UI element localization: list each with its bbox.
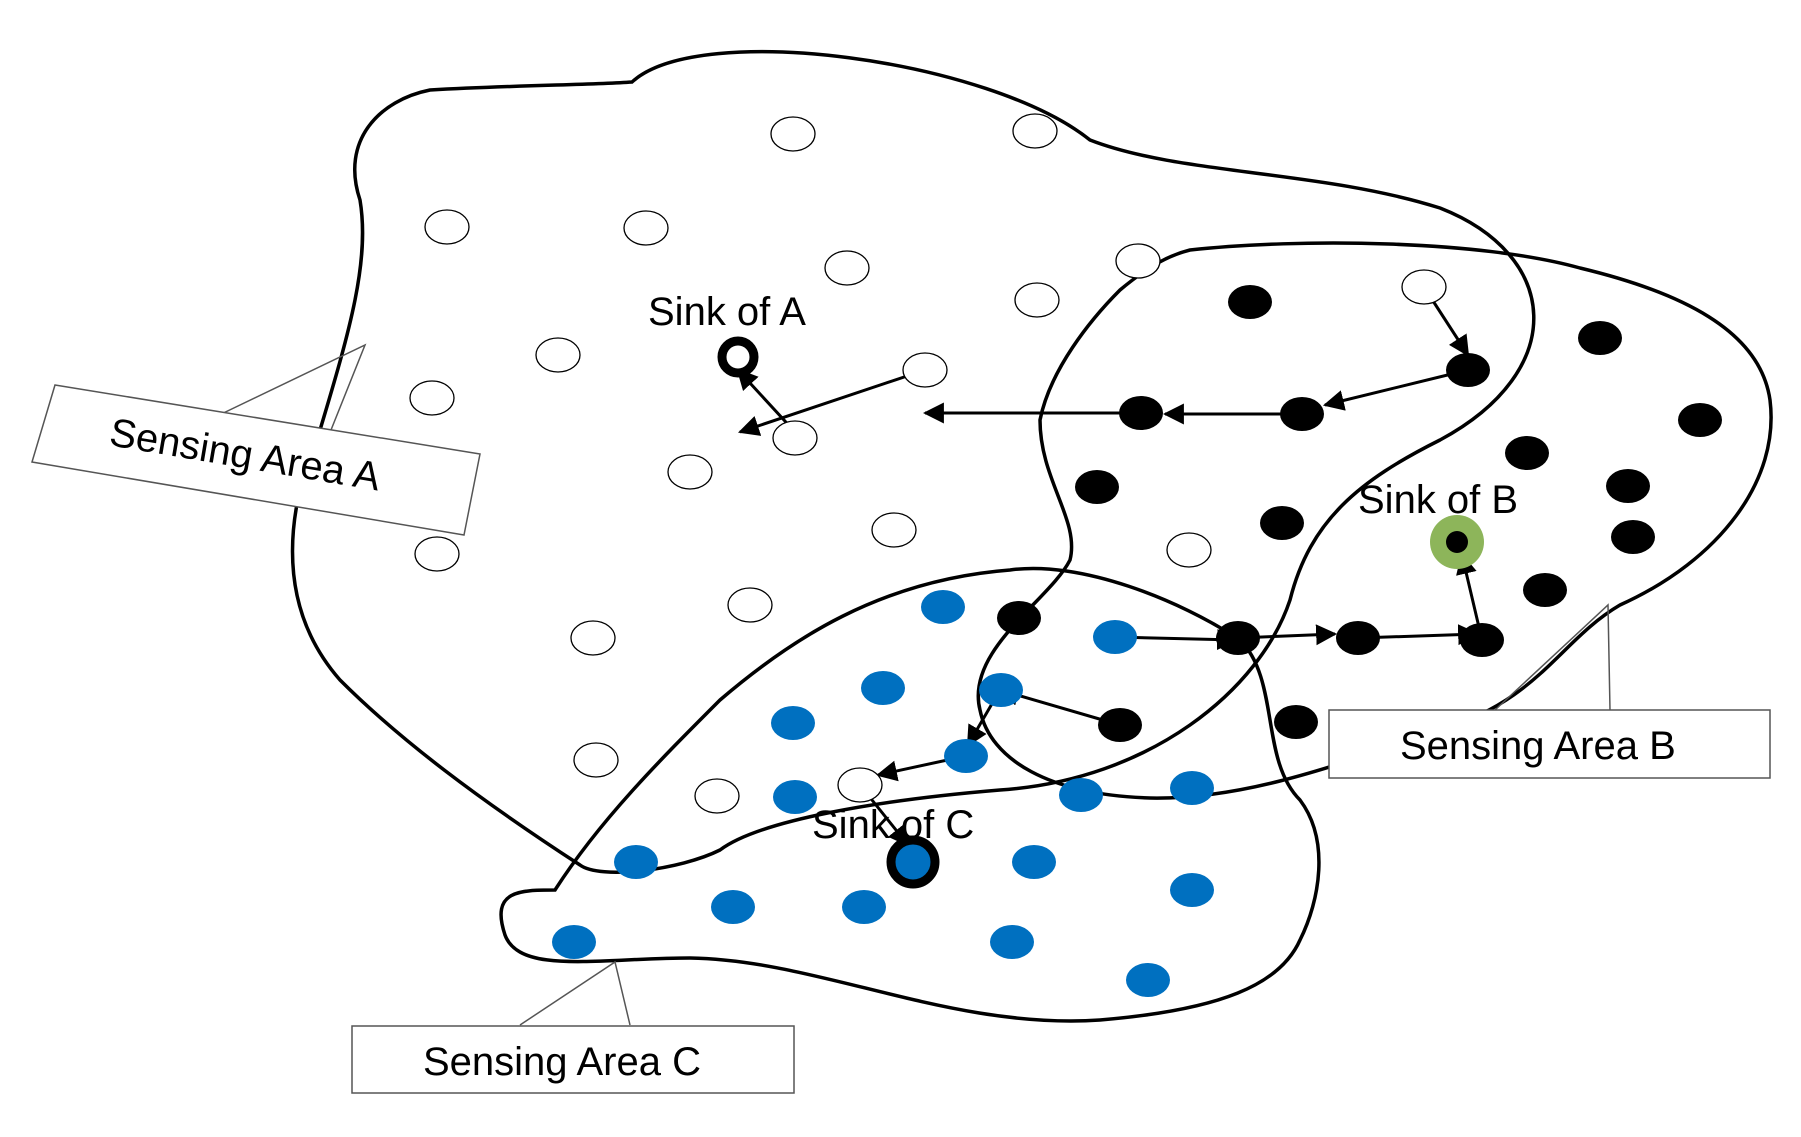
sink-a-label: Sink of A (648, 290, 806, 334)
sensor-node-c-5 (771, 706, 815, 740)
sensor-node-b-16 (1336, 621, 1380, 655)
sensor-node-b-13 (997, 601, 1041, 635)
callout-area-c: Sensing Area C (351, 1025, 795, 1094)
callout-area-b: Sensing Area B (1328, 709, 1771, 779)
sensor-node-b-18 (1274, 705, 1318, 739)
sensor-node-a-11 (772, 420, 818, 456)
sink-b-label: Sink of B (1358, 478, 1518, 522)
sensor-node-b-17 (1098, 708, 1142, 742)
sensor-node-c-3 (861, 671, 905, 705)
sink-a (717, 336, 759, 378)
sensor-node-c-6 (944, 739, 988, 773)
sensor-node-a-9 (409, 380, 455, 416)
sensor-node-b-9 (1119, 396, 1163, 430)
sensor-node-b-8 (1075, 470, 1119, 504)
sensor-node-c-16 (990, 925, 1034, 959)
sensor-node-c-13 (842, 890, 886, 924)
sensor-node-c-17 (1126, 963, 1170, 997)
sensor-node-a-2 (1012, 113, 1058, 149)
sink-c-node (886, 835, 940, 889)
sensor-node-a-6 (1014, 282, 1060, 318)
sensor-node-b-1 (1228, 285, 1272, 319)
sensor-node-b-3 (1678, 403, 1722, 437)
sensor-node-b-12 (1523, 573, 1567, 607)
sensor-node-a-8 (535, 337, 581, 373)
sensor-node-b-2 (1578, 321, 1622, 355)
sensing-area-a-boundary (290, 49, 1536, 874)
sensor-node-a-14 (414, 536, 460, 572)
sensing-area-c-boundary (499, 566, 1321, 1023)
sensor-node-b-11 (1446, 353, 1490, 387)
sensor-node-a-21 (1401, 269, 1447, 305)
sensor-node-a-7 (1115, 243, 1161, 279)
sensor-node-c-7 (773, 780, 817, 814)
sensor-node-a-4 (623, 210, 669, 246)
sink-a-node (717, 336, 759, 378)
sensor-node-a-12 (902, 352, 948, 388)
sensor-node-c-8 (1059, 778, 1103, 812)
routing-arrow-6 (736, 368, 797, 434)
sensor-node-b-10 (1280, 397, 1324, 431)
sensor-node-c-10 (614, 845, 658, 879)
sensor-node-a-18 (573, 742, 619, 778)
sensor-node-c-15 (552, 925, 596, 959)
sensor-node-a-3 (424, 209, 470, 245)
callout-pointer-c (519, 960, 631, 1026)
callout-area-c-text: Sensing Area C (423, 1040, 701, 1084)
sensor-node-a-10 (667, 454, 713, 490)
sink-b (1430, 515, 1484, 569)
sensor-node-b-14 (1460, 623, 1504, 657)
sensor-node-a-1 (770, 116, 816, 152)
sensor-node-b-5 (1606, 469, 1650, 503)
sensor-node-a-20 (837, 767, 883, 803)
routing-arrow-2 (1322, 368, 1469, 411)
sensor-node-c-1 (921, 590, 965, 624)
sensor-node-a-19 (694, 778, 740, 814)
sensing-area-b-boundary (976, 241, 1773, 800)
callout-area-b-text: Sensing Area B (1400, 724, 1676, 768)
sensor-node-a-13 (871, 512, 917, 548)
callout-pointer-b (1494, 603, 1611, 711)
callout-area-a: Sensing Area A (31, 384, 481, 536)
sink-c (886, 835, 940, 889)
sensor-node-c-4 (979, 673, 1023, 707)
sensor-node-a-15 (727, 587, 773, 623)
sensor-node-c-12 (711, 890, 755, 924)
sink-b-node (1446, 531, 1468, 553)
sensor-node-c-14 (1170, 873, 1214, 907)
sensor-node-a-16 (570, 620, 616, 656)
sensor-node-b-4 (1505, 436, 1549, 470)
sensor-node-a-17 (1166, 532, 1212, 568)
sensor-node-b-15 (1216, 621, 1260, 655)
sensor-node-c-2 (1093, 620, 1137, 654)
sink-c-label: Sink of C (812, 803, 974, 847)
sensor-node-b-6 (1611, 520, 1655, 554)
sensor-node-c-9 (1170, 771, 1214, 805)
callout-pointer-a (212, 343, 367, 441)
sensor-node-a-5 (824, 250, 870, 286)
sensor-node-c-11 (1012, 845, 1056, 879)
sensor-node-b-7 (1260, 506, 1304, 540)
sensor-nodes (409, 113, 1722, 997)
routing-arrow-5 (738, 368, 926, 436)
